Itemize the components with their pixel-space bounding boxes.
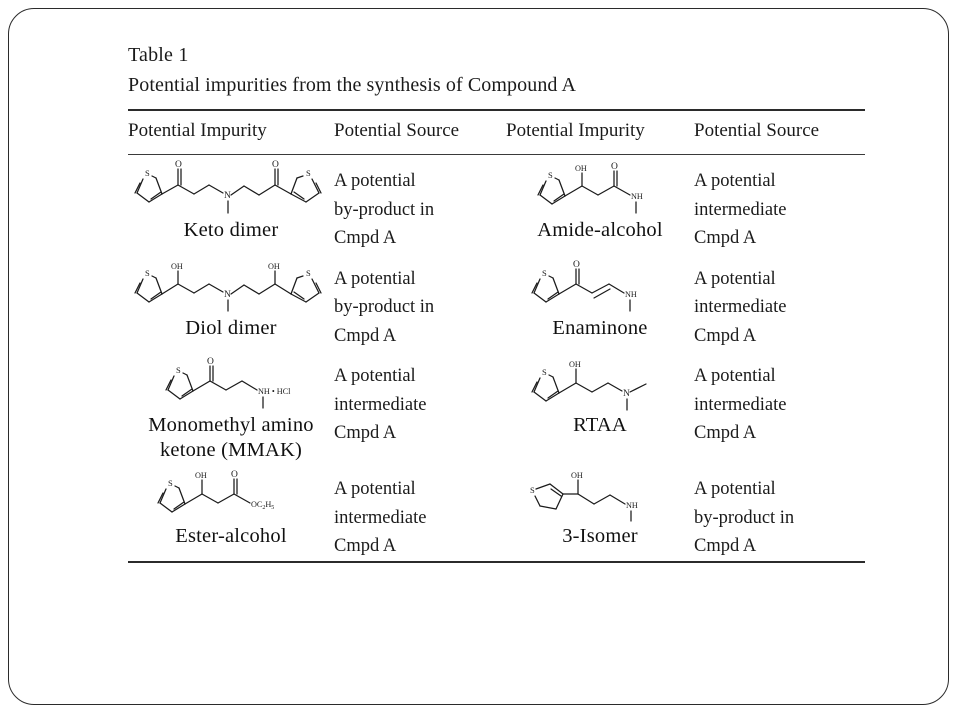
source-text: A potential intermediate Cmpd A	[694, 268, 787, 346]
svg-text:S: S	[548, 170, 553, 180]
source-cell: A potential intermediate Cmpd A	[334, 463, 506, 561]
svg-text:S: S	[168, 478, 173, 488]
structure-cell-3-isomer: S OH	[506, 463, 694, 561]
svg-text:S: S	[542, 367, 547, 377]
compound-name-label: Enaminone	[552, 316, 648, 339]
svg-text:O: O	[611, 162, 618, 172]
compound-name-label: 3-Isomer	[562, 525, 638, 547]
table-caption: Potential impurities from the synthesis …	[128, 74, 577, 96]
source-text: A potential intermediate Cmpd A	[694, 171, 787, 248]
slide-border-frame	[8, 8, 949, 705]
compound-name-label: Diol dimer	[185, 316, 277, 339]
svg-text:N: N	[224, 290, 231, 300]
compound-name-label: Keto dimer	[183, 219, 279, 241]
svg-text:N: N	[623, 389, 630, 399]
keto-dimer-structure-icon: S	[134, 160, 322, 214]
column-header-impurity-left: Potential Impurity	[128, 120, 267, 141]
source-text: A potential by-product in Cmpd A	[334, 171, 435, 248]
source-text: A potential intermediate Cmpd A	[334, 366, 427, 443]
svg-text:O: O	[207, 357, 214, 367]
svg-text:S: S	[145, 168, 150, 178]
table-header-rule	[128, 154, 865, 155]
impurities-table: Potential Impurity Potential Source Pote…	[128, 111, 865, 154]
source-cell: A potential by-product in Cmpd A	[694, 463, 865, 561]
enaminone-structure-icon: S O	[531, 260, 637, 312]
table-row: S OH	[128, 253, 865, 351]
table-row: S OH	[128, 463, 865, 561]
svg-text:OC2H5: OC2H5	[251, 500, 274, 511]
svg-text:O: O	[175, 160, 182, 170]
table-number-label: Table 1	[128, 44, 189, 66]
table-bottom-rule	[128, 560, 865, 563]
svg-text:NH: NH	[625, 290, 637, 299]
svg-text:O: O	[231, 470, 238, 480]
svg-text:S: S	[306, 268, 311, 278]
structure-cell-enaminone: S O	[506, 253, 694, 351]
svg-text:S: S	[176, 365, 181, 375]
svg-text:OH: OH	[571, 471, 583, 480]
svg-text:O: O	[573, 260, 580, 270]
source-cell: A potential intermediate Cmpd A	[334, 350, 506, 463]
source-cell: A potential intermediate Cmpd A	[694, 350, 865, 463]
compound-name-label: Monomethyl amino ketone (MMAK)	[148, 414, 314, 461]
amide-alcohol-structure-icon: S OH	[537, 162, 643, 214]
svg-text:S: S	[306, 168, 311, 178]
svg-text:O: O	[272, 160, 279, 170]
diol-dimer-structure-icon: S OH	[134, 262, 322, 312]
svg-text:S: S	[145, 268, 150, 278]
column-header-source-left: Potential Source	[334, 120, 460, 141]
table-header-row: Potential Impurity Potential Source Pote…	[128, 111, 865, 154]
column-header-source-right: Potential Source	[694, 120, 820, 141]
svg-text:S: S	[530, 485, 535, 495]
svg-text:S: S	[542, 268, 547, 278]
table-row: S	[128, 155, 865, 253]
svg-text:N: N	[224, 191, 231, 201]
svg-text:NH: NH	[626, 501, 638, 510]
source-text: A potential by-product in Cmpd A	[694, 479, 795, 556]
structure-cell-amide-alcohol: S OH	[506, 155, 694, 253]
svg-text:NH: NH	[631, 192, 643, 201]
source-cell: A potential intermediate Cmpd A	[694, 253, 865, 351]
svg-text:OH: OH	[575, 164, 587, 173]
structure-cell-keto-dimer: S	[128, 155, 334, 253]
compound-name-label: Amide-alcohol	[537, 219, 663, 241]
structure-cell-diol-dimer: S OH	[128, 253, 334, 351]
three-isomer-structure-icon: S OH	[530, 471, 638, 522]
column-header-impurity-right: Potential Impurity	[506, 120, 645, 141]
rtaa-structure-icon: S OH	[531, 360, 647, 411]
source-text: A potential intermediate Cmpd A	[694, 366, 787, 443]
structure-cell-ester-alcohol: S OH	[128, 463, 334, 561]
svg-text:OH: OH	[569, 360, 581, 369]
svg-text:NH • HCl: NH • HCl	[258, 387, 291, 396]
structure-cell-rtaa: S OH	[506, 350, 694, 463]
mmak-structure-icon: S O	[165, 357, 291, 409]
ester-alcohol-structure-icon: S OH	[156, 470, 274, 513]
source-text: A potential intermediate Cmpd A	[334, 479, 427, 556]
svg-text:OH: OH	[268, 262, 280, 271]
source-cell: A potential intermediate Cmpd A	[694, 155, 865, 253]
compound-name-label: RTAA	[573, 414, 627, 436]
source-cell: A potential by-product in Cmpd A	[334, 155, 506, 253]
table-row: S O	[128, 350, 865, 463]
impurities-table-body: S	[128, 155, 865, 561]
compound-name-label: Ester-alcohol	[175, 525, 287, 547]
svg-text:OH: OH	[171, 262, 183, 271]
structure-cell-mmak: S O	[128, 350, 334, 463]
source-text: A potential by-product in Cmpd A	[334, 268, 435, 346]
table-content-block: Table 1 Potential impurities from the sy…	[128, 42, 865, 563]
svg-text:OH: OH	[195, 471, 207, 480]
source-cell: A potential by-product in Cmpd A	[334, 253, 506, 351]
table-top-rule	[128, 109, 865, 111]
